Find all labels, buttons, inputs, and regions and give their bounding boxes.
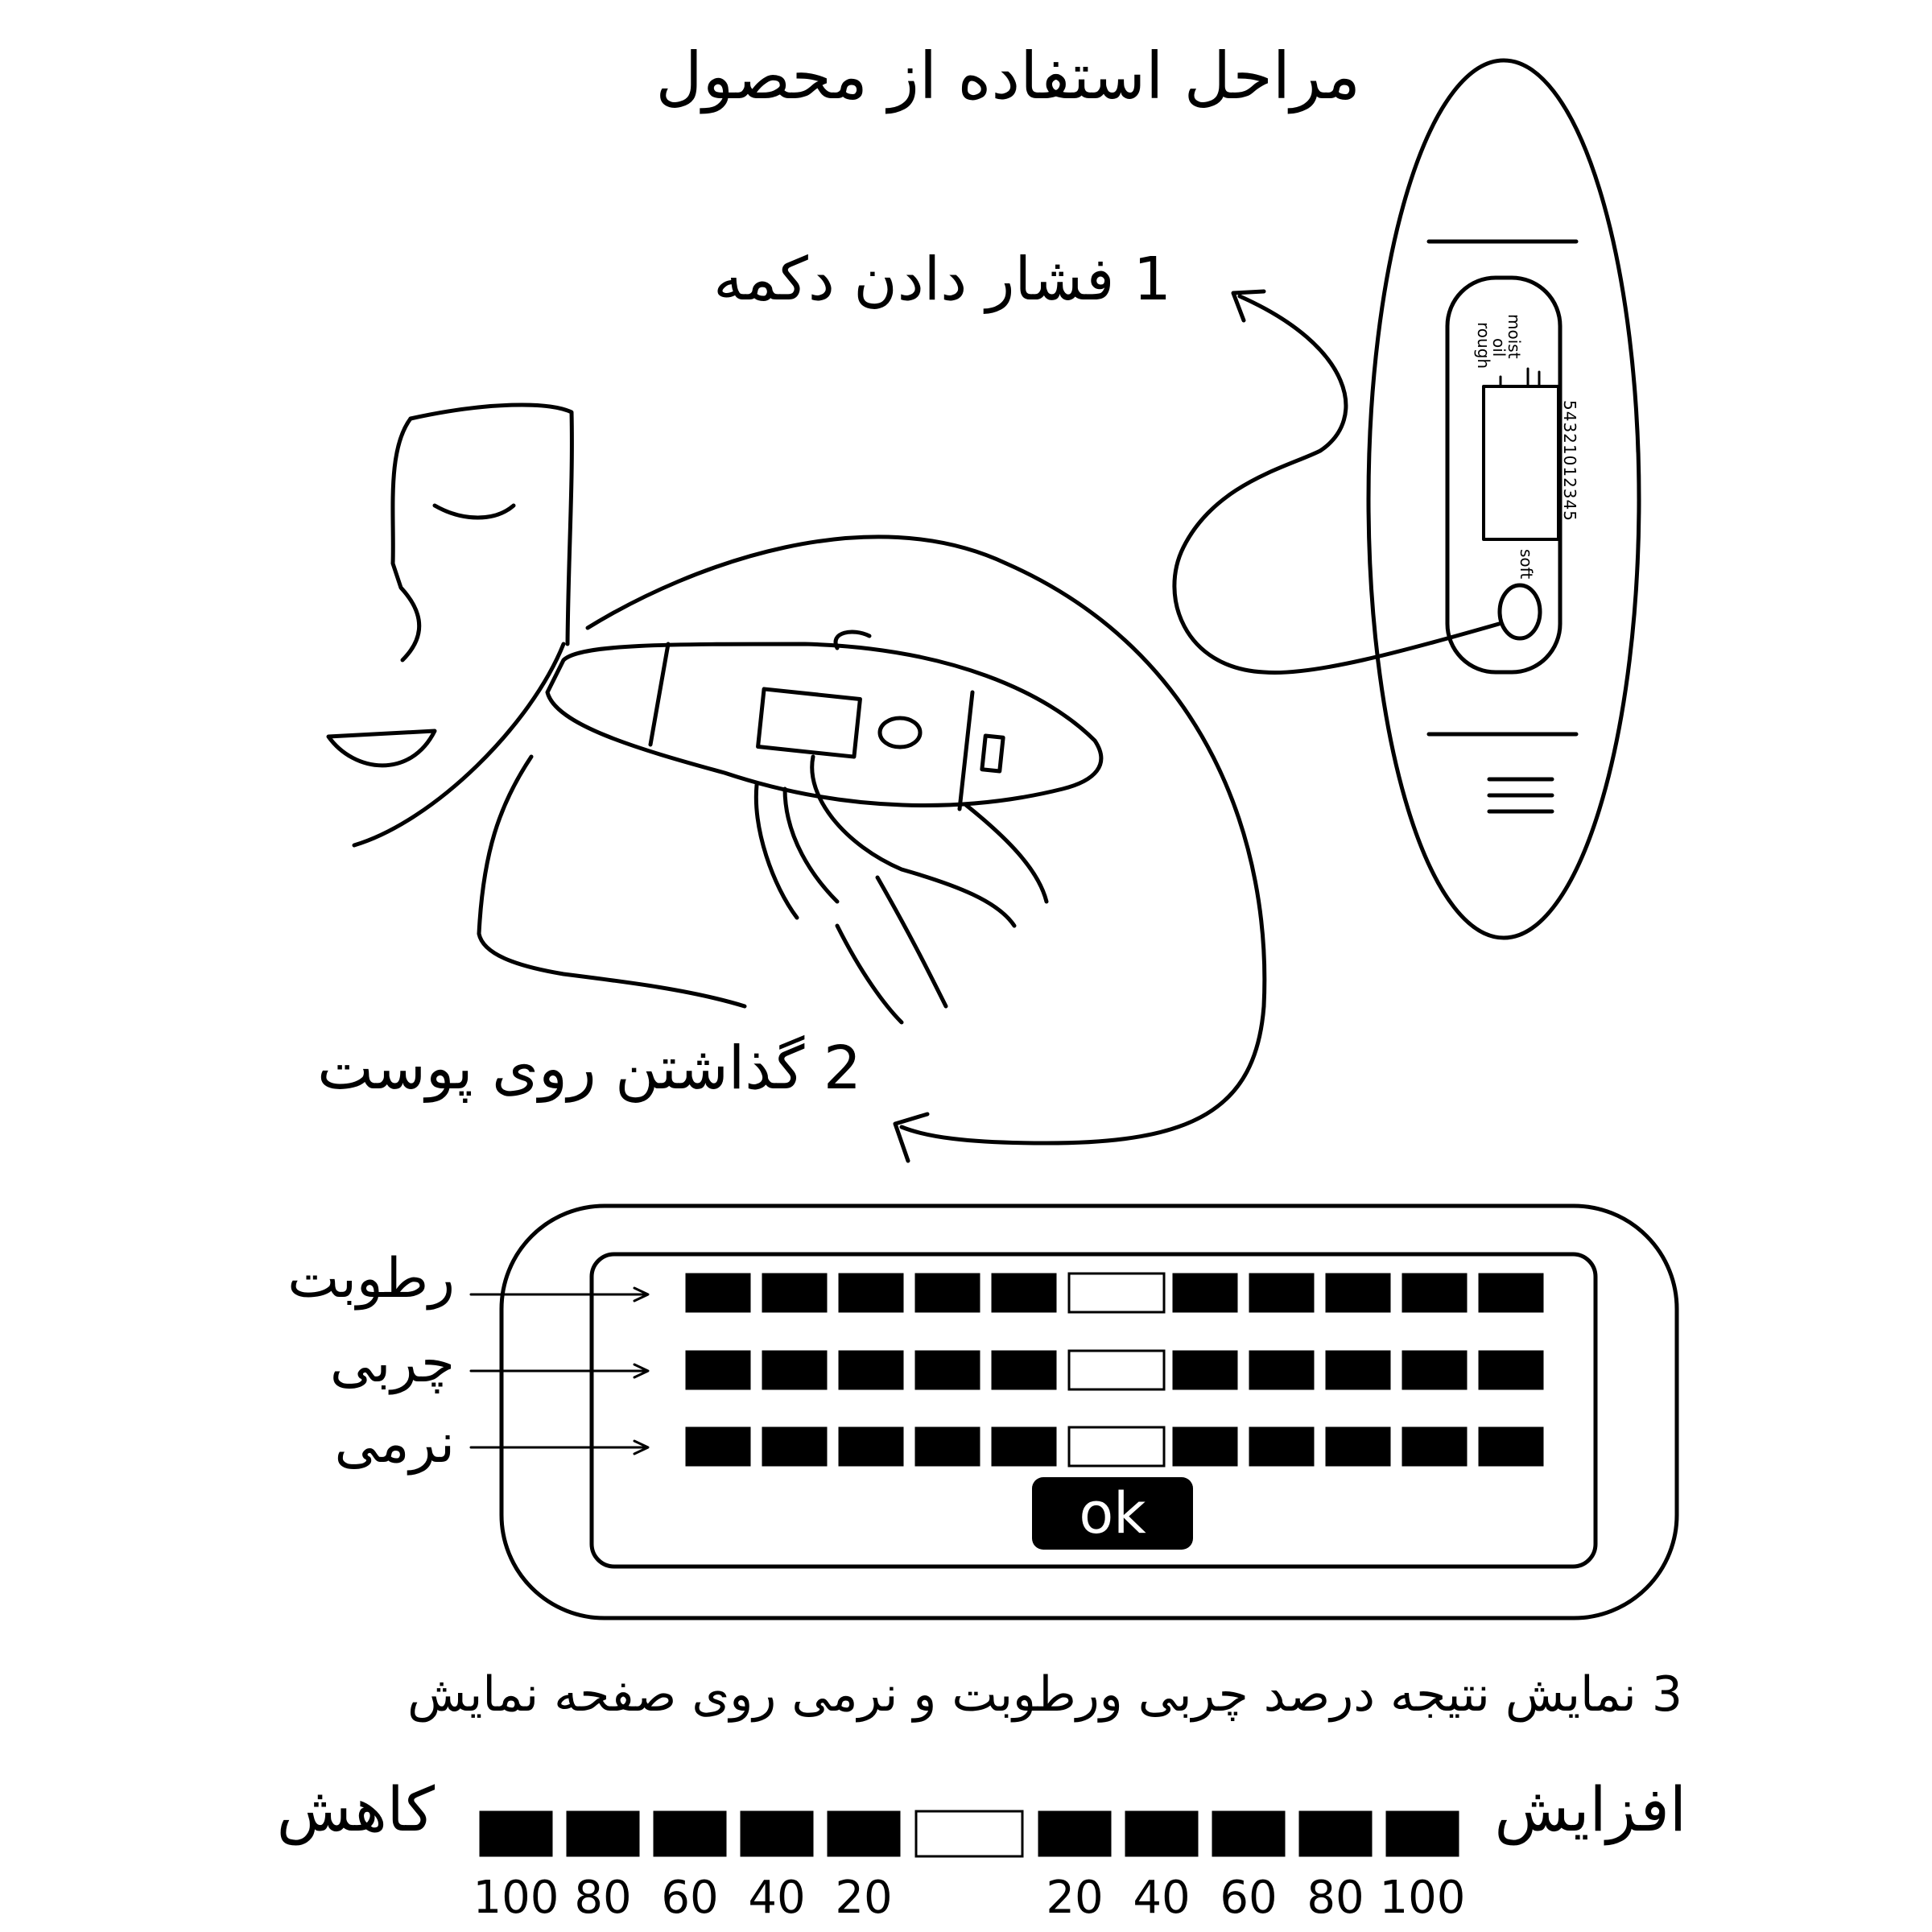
mouth bbox=[326, 729, 437, 768]
scale-segment bbox=[566, 1810, 640, 1857]
display-outer bbox=[499, 1203, 1679, 1620]
arrow-step2 bbox=[585, 535, 1267, 1146]
scale-segment bbox=[1125, 1810, 1199, 1857]
scale-tick-label: 20 bbox=[835, 1872, 893, 1924]
display-segment bbox=[991, 1273, 1057, 1313]
display-segment-center bbox=[1067, 1272, 1166, 1314]
display-segment bbox=[1478, 1350, 1544, 1390]
scale-tick-label: 60 bbox=[661, 1872, 719, 1924]
display-segment bbox=[991, 1426, 1057, 1467]
display-inner bbox=[589, 1252, 1598, 1569]
rough-label: rough bbox=[1474, 322, 1493, 369]
display-segment bbox=[1402, 1426, 1468, 1467]
scale-segment bbox=[1038, 1810, 1112, 1857]
row-label-moisture: رطوبت bbox=[287, 1247, 455, 1311]
display-segment bbox=[914, 1426, 980, 1467]
page-title: مراحل استفاده از محصول bbox=[655, 39, 1360, 114]
display-segment-center bbox=[1067, 1349, 1166, 1391]
scale-tick-label: 40 bbox=[1133, 1872, 1191, 1924]
device-panel bbox=[1445, 275, 1563, 675]
display-segment bbox=[685, 1350, 751, 1390]
display-segment bbox=[762, 1426, 828, 1467]
row-label-oil: چربی bbox=[329, 1331, 455, 1395]
display-segment bbox=[762, 1350, 828, 1390]
decrease-label: کاهش bbox=[276, 1773, 435, 1845]
display-segment bbox=[838, 1350, 904, 1390]
device-screen bbox=[1482, 385, 1560, 541]
handheld-device bbox=[545, 630, 1104, 811]
device-scale-numbers: 54321012345 bbox=[1560, 400, 1579, 522]
ok-label: ok bbox=[1079, 1480, 1146, 1546]
scale-segment bbox=[827, 1810, 901, 1857]
display-segment bbox=[762, 1273, 828, 1313]
display-segment bbox=[1325, 1426, 1391, 1467]
display-segment bbox=[838, 1273, 904, 1313]
step3-label: 3 نمایش نتیجه درصد چربی ورطوبت و نرمی رو… bbox=[407, 1666, 1682, 1723]
display-segment bbox=[685, 1426, 751, 1467]
scale-tick-label: 80 bbox=[574, 1872, 632, 1924]
display-segment bbox=[1172, 1273, 1238, 1313]
display-segment-center bbox=[1067, 1426, 1166, 1468]
closed-eye bbox=[432, 503, 516, 520]
display-segment bbox=[1402, 1273, 1468, 1313]
display-segment bbox=[991, 1350, 1057, 1390]
scale-segment bbox=[1298, 1810, 1373, 1857]
handheld-screen bbox=[756, 687, 862, 759]
scale-tick-label: 60 bbox=[1220, 1872, 1278, 1924]
display-segment bbox=[1249, 1350, 1315, 1390]
display-segment bbox=[1402, 1350, 1468, 1390]
display-segment-rows bbox=[685, 1272, 1544, 1468]
row-label-softness: نرمی bbox=[334, 1412, 455, 1476]
chin-line bbox=[352, 642, 566, 848]
scale-tick-label: 40 bbox=[748, 1872, 806, 1924]
scale-tick-label: 20 bbox=[1046, 1872, 1104, 1924]
display-segment bbox=[1249, 1426, 1315, 1467]
display-segment bbox=[685, 1273, 751, 1313]
power-button[interactable] bbox=[1497, 583, 1542, 641]
display-segment bbox=[1478, 1426, 1544, 1467]
scale-tick-label: 80 bbox=[1307, 1872, 1364, 1924]
display-segment bbox=[1478, 1273, 1544, 1313]
arrow-step2-head bbox=[893, 1112, 930, 1163]
display-segment bbox=[1325, 1273, 1391, 1313]
scale-segment bbox=[1385, 1810, 1459, 1857]
scale-tick-label: 100 bbox=[473, 1872, 559, 1924]
increase-label: افزایش bbox=[1494, 1773, 1686, 1845]
display-segment bbox=[1172, 1350, 1238, 1390]
face-illustration bbox=[326, 402, 747, 1009]
display-segment bbox=[914, 1350, 980, 1390]
scale-segment bbox=[740, 1810, 814, 1857]
scale-segment bbox=[653, 1810, 727, 1857]
scale-segment-center bbox=[914, 1810, 1024, 1858]
neck-line bbox=[477, 754, 747, 1009]
scale-segment bbox=[1212, 1810, 1286, 1857]
hand-illustration bbox=[753, 754, 1049, 1025]
scale-bar-segments bbox=[479, 1810, 1459, 1858]
arrow-step1-head bbox=[1231, 289, 1266, 323]
display-segment bbox=[838, 1426, 904, 1467]
arrow-step1 bbox=[1172, 294, 1501, 675]
device-front-view bbox=[1366, 58, 1641, 940]
ok-badge bbox=[1032, 1477, 1193, 1550]
scale-tick-label: 100 bbox=[1379, 1872, 1466, 1924]
handheld-button bbox=[877, 716, 923, 749]
display-segment bbox=[914, 1273, 980, 1313]
device-body bbox=[1366, 58, 1641, 940]
row-arrows bbox=[469, 1286, 650, 1455]
menu-icon bbox=[1487, 777, 1554, 814]
step1-label: 1 فشار دادن دکمه bbox=[713, 245, 1171, 314]
display-segment bbox=[1325, 1350, 1391, 1390]
soft-label: soft bbox=[1517, 549, 1536, 580]
step2-label: 2 گذاشتن روی پوست bbox=[317, 1034, 861, 1103]
display-segment bbox=[1249, 1273, 1315, 1313]
display-segment bbox=[1172, 1426, 1238, 1467]
scale-segment bbox=[479, 1810, 553, 1857]
